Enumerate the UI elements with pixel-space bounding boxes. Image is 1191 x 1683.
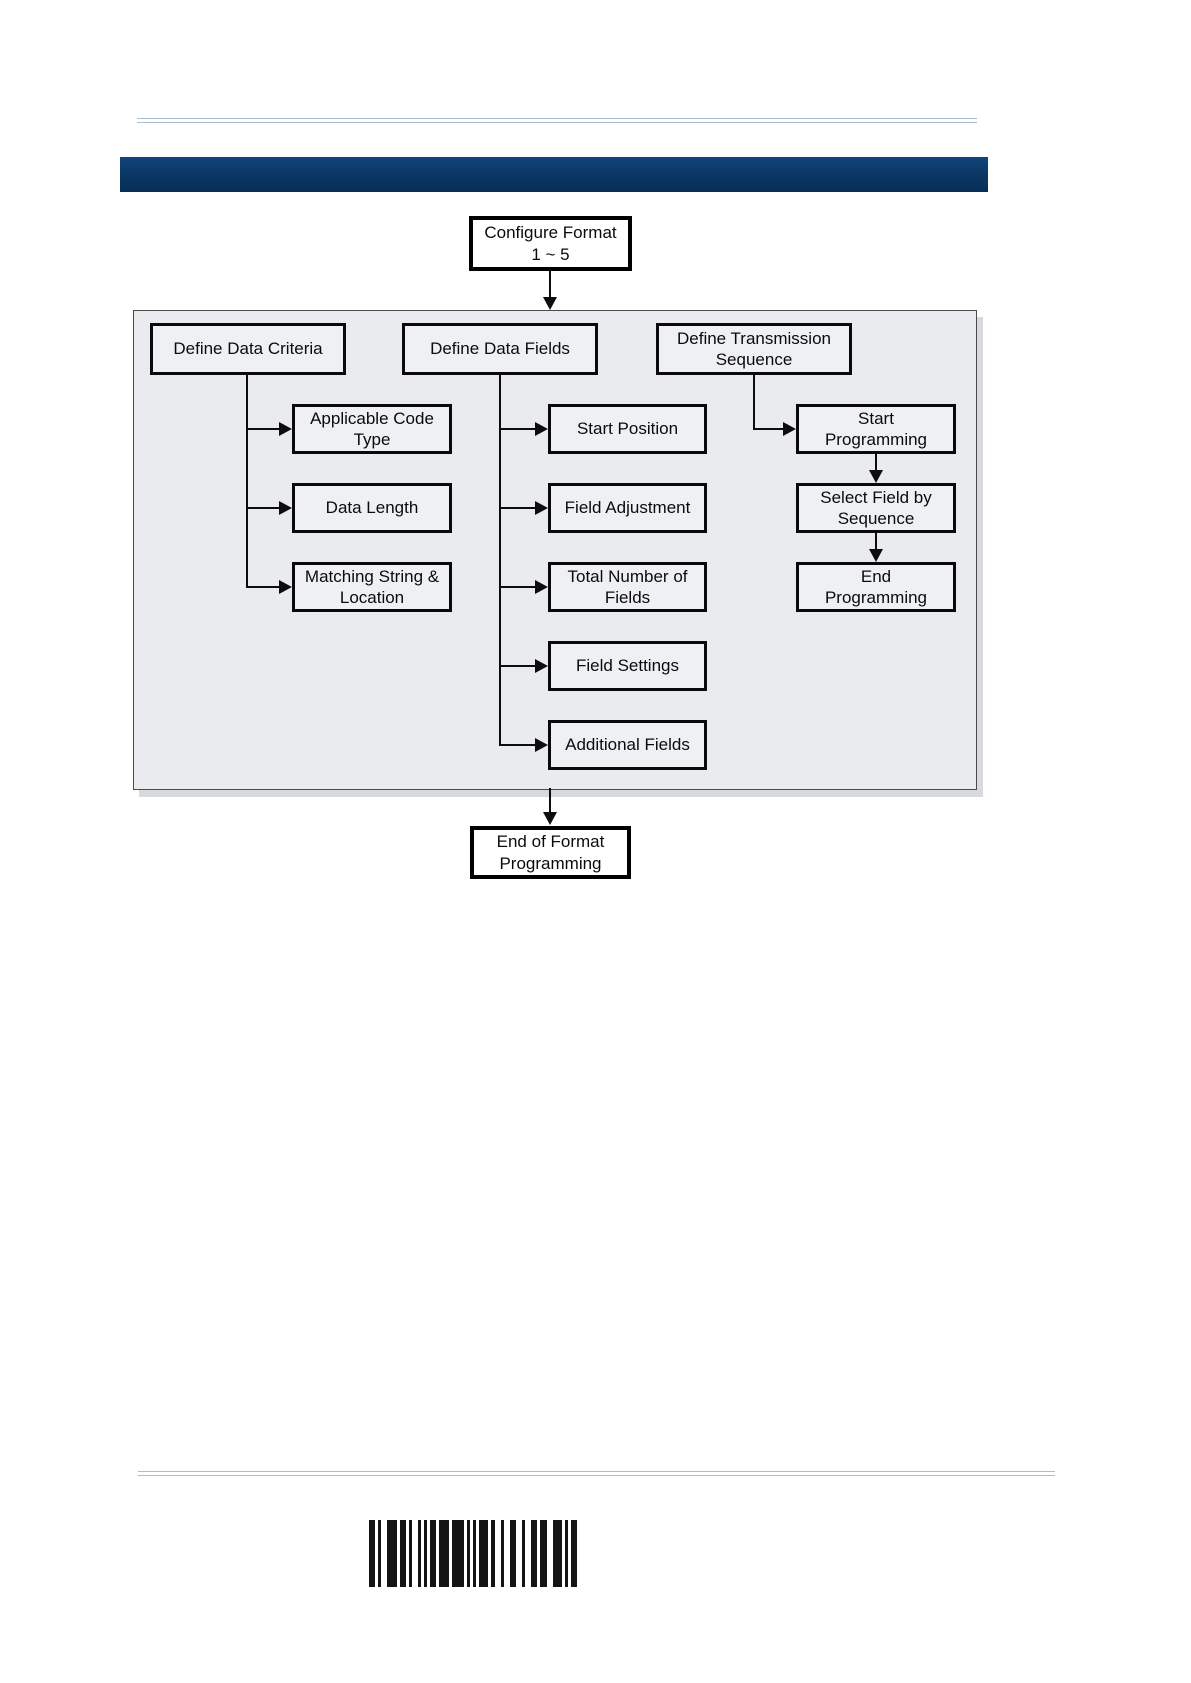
barcode-bar xyxy=(552,1520,562,1587)
arrowhead-right-icon xyxy=(535,659,548,673)
barcode-bar xyxy=(466,1520,471,1587)
barcode-bar xyxy=(473,1520,477,1587)
connector-line xyxy=(246,375,248,588)
arrowhead-right-icon xyxy=(279,422,292,436)
connector-line xyxy=(246,428,280,430)
barcode-bar xyxy=(491,1520,495,1587)
flowchart-panel xyxy=(133,310,977,790)
flowchart-node-define-data-criteria: Define Data Criteria xyxy=(150,323,346,375)
arrowhead-right-icon xyxy=(279,501,292,515)
connector-line xyxy=(875,533,877,551)
arrowhead-right-icon xyxy=(783,422,796,436)
arrowhead-right-icon xyxy=(535,501,548,515)
connector-line xyxy=(246,507,280,509)
barcode-bar xyxy=(408,1520,412,1587)
flowchart-node-end-programming: End Programming xyxy=(796,562,956,612)
barcode-bar xyxy=(424,1520,428,1587)
barcode-bar xyxy=(387,1520,397,1587)
connector-line xyxy=(549,271,551,299)
barcode-bar xyxy=(531,1520,538,1587)
barcode-bar xyxy=(417,1520,422,1587)
barcode-bar xyxy=(451,1520,464,1587)
flowchart-node-start-position: Start Position xyxy=(548,404,707,454)
barcode-bar xyxy=(564,1520,568,1587)
connector-line xyxy=(499,744,535,746)
connector-line xyxy=(875,454,877,472)
flowchart-node-total-number-of-fields: Total Number of Fields xyxy=(548,562,707,612)
connector-line xyxy=(499,375,501,746)
connector-line xyxy=(499,428,535,430)
barcode-bar xyxy=(509,1520,516,1587)
flowchart-node-applicable-code-type: Applicable Code Type xyxy=(292,404,452,454)
flowchart-node-end-of-format-programming: End of Format Programming xyxy=(470,826,631,879)
arrowhead-down-icon xyxy=(869,470,883,483)
flowchart-node-start-programming: Start Programming xyxy=(796,404,956,454)
connector-line xyxy=(246,586,280,588)
connector-line xyxy=(753,428,783,430)
barcode-bar xyxy=(439,1520,449,1587)
flowchart-node-define-data-fields: Define Data Fields xyxy=(402,323,598,375)
barcode-bar xyxy=(540,1520,547,1587)
flowchart-node-data-length: Data Length xyxy=(292,483,452,533)
flowchart-node-field-adjustment: Field Adjustment xyxy=(548,483,707,533)
flowchart-node-additional-fields: Additional Fields xyxy=(548,720,707,770)
bottom-divider xyxy=(138,1471,1055,1476)
flowchart-node-matching-string-location: Matching String & Location xyxy=(292,562,452,612)
connector-line xyxy=(753,375,755,430)
section-banner xyxy=(120,157,988,192)
barcode-bar xyxy=(500,1520,504,1587)
barcode-bar xyxy=(479,1520,489,1587)
connector-line xyxy=(549,788,551,813)
arrowhead-right-icon xyxy=(535,580,548,594)
flowchart-node-configure-format: Configure Format 1 ~ 5 xyxy=(469,216,632,271)
arrowhead-down-icon xyxy=(543,297,557,310)
connector-line xyxy=(499,665,535,667)
arrowhead-right-icon xyxy=(279,580,292,594)
top-divider xyxy=(137,118,977,123)
barcode-bar xyxy=(571,1520,578,1587)
connector-line xyxy=(499,507,535,509)
arrowhead-right-icon xyxy=(535,422,548,436)
barcode-bar xyxy=(378,1520,382,1587)
barcode-bar xyxy=(399,1520,406,1587)
connector-line xyxy=(499,586,535,588)
flowchart-node-field-settings: Field Settings xyxy=(548,641,707,691)
flowchart-node-define-transmission-sequence: Define Transmission Sequence xyxy=(656,323,852,375)
barcode-bar xyxy=(522,1520,526,1587)
arrowhead-right-icon xyxy=(535,738,548,752)
arrowhead-down-icon xyxy=(869,549,883,562)
barcode xyxy=(369,1520,578,1587)
flowchart-node-select-field-by-sequence: Select Field by Sequence xyxy=(796,483,956,533)
arrowhead-down-icon xyxy=(543,812,557,825)
barcode-bar xyxy=(369,1520,376,1587)
barcode-bar xyxy=(430,1520,437,1587)
